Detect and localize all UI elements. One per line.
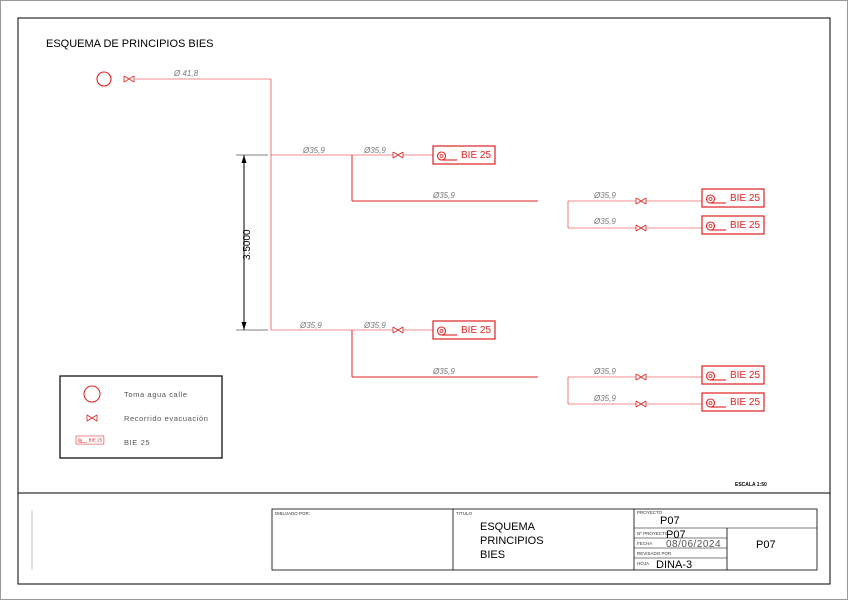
pipe-label: Ø35,9	[432, 367, 455, 376]
gate-valve-icon	[635, 224, 647, 232]
date-label: FECHA	[637, 541, 652, 546]
revised-label: REVISADO POR	[637, 551, 672, 556]
gate-valve-icon	[392, 326, 404, 334]
bie-label: BIE 25	[730, 370, 760, 381]
gate-valve-icon	[635, 373, 647, 381]
bie-label: BIE 25	[461, 325, 491, 336]
bie-cabinet-6: BIE 25	[701, 392, 765, 412]
code-value: P07	[756, 539, 776, 551]
drawn-by-label: DIBUJADO POR:	[275, 511, 310, 516]
gate-valve-icon	[392, 151, 404, 159]
gate-valve-icon	[86, 414, 98, 422]
project-number-label: Nº PROYECTO	[637, 531, 669, 536]
pipe-label: Ø35,9	[302, 146, 325, 155]
gate-valve-icon	[635, 400, 647, 408]
bie-cabinet-1: BIE 25	[432, 145, 496, 165]
pipe-label: Ø35,9	[593, 394, 616, 403]
pipe-label: Ø35,9	[593, 191, 616, 200]
title-line-2: PRINCIPIOS	[480, 535, 544, 547]
height-dimension: 3.5000	[236, 154, 268, 331]
gate-valve-icon	[123, 75, 135, 83]
drawing-frame	[17, 17, 831, 585]
bie-label: BIE 25	[730, 193, 760, 204]
pipe-label: Ø35,9	[363, 146, 386, 155]
gate-valve-icon	[635, 197, 647, 205]
title-label: TITULO	[456, 511, 473, 516]
bie-cabinet-2: BIE 25	[701, 188, 765, 208]
bie-cabinet-3: BIE 25	[701, 215, 765, 235]
legend-bie-mark: BIE 25	[89, 437, 103, 442]
bie-label: BIE 25	[461, 150, 491, 161]
title-line-3: BIES	[480, 549, 505, 561]
bie-label: BIE 25	[730, 397, 760, 408]
bie-cabinet-5: BIE 25	[701, 365, 765, 385]
sheet-value: DINA-3	[656, 559, 692, 571]
pipe-label: Ø35,9	[593, 367, 616, 376]
title-block: DIBUJADO POR: TITULO ESQUEMA PRINCIPIOS …	[271, 508, 818, 571]
project-value: P07	[660, 515, 680, 527]
street-water-intake-icon	[96, 71, 112, 87]
pipe-label: Ø35,9	[299, 321, 322, 330]
pipe-label: Ø35,9	[593, 217, 616, 226]
bie-label: BIE 25	[730, 220, 760, 231]
title-line-1: ESQUEMA	[480, 521, 536, 533]
date-value: 08/06/2024	[666, 539, 721, 550]
dimension-label: 3.5000	[242, 229, 253, 260]
legend: Toma agua calle Recorrido evacuación BIE…	[59, 375, 223, 459]
legend-label-bie: BIE 25	[124, 438, 150, 447]
pipe-label: Ø35,9	[432, 191, 455, 200]
street-water-intake-icon	[83, 385, 101, 403]
legend-label-street-water: Toma agua calle	[124, 390, 188, 399]
sheet-label: HOJA	[637, 561, 649, 566]
pipe-label: Ø35,9	[363, 321, 386, 330]
project-number-value: P07	[666, 529, 686, 541]
bie-icon: BIE 25	[75, 435, 105, 445]
main-pipe-label: Ø 41,8	[173, 69, 199, 78]
project-label: PROYECTO	[637, 510, 663, 515]
legend-label-valve: Recorrido evacuación	[124, 414, 209, 423]
bie-cabinet-4: BIE 25	[432, 320, 496, 340]
scale-label: ESCALA 1:50	[735, 482, 767, 488]
diagram-title: ESQUEMA DE PRINCIPIOS BIES	[46, 38, 214, 50]
